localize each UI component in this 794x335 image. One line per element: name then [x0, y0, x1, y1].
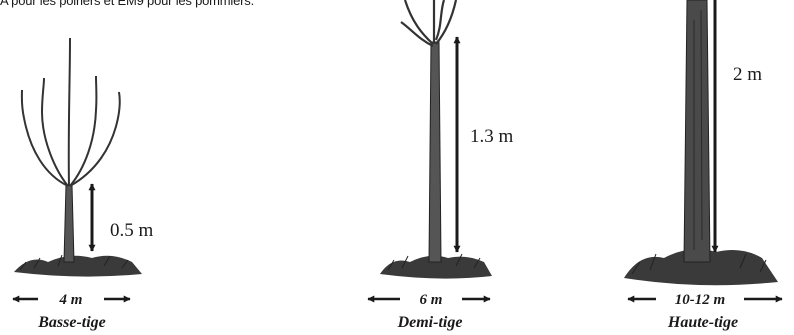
- height-label-demi-tige: 1.3 m: [470, 126, 514, 147]
- trunk-haute-tige: [684, 0, 710, 262]
- caption-haute-tige: Haute-tige: [667, 314, 738, 331]
- tree-demi-tige: 1.3 m 6 m Demi-tige: [368, 0, 514, 331]
- tree-haute-tige: 2 m 10-12 m Haute-tige: [624, 0, 782, 331]
- spacing-label-haute-tige: 10-12 m: [675, 292, 725, 308]
- height-label-haute-tige: 2 m: [733, 64, 762, 85]
- branches-demi-tige: [401, 0, 456, 46]
- spacing-label-demi-tige: 6 m: [420, 292, 443, 308]
- ground-basse-tige: [14, 255, 142, 277]
- spacing-label-basse-tige: 4 m: [59, 292, 83, 308]
- caption-demi-tige: Demi-tige: [397, 314, 463, 331]
- height-label-basse-tige: 0.5 m: [110, 220, 154, 241]
- caption-basse-tige: Basse-tige: [37, 314, 106, 331]
- trunk-demi-tige: [429, 42, 441, 262]
- tree-basse-tige: 0.5 m 4 m Basse-tige: [13, 38, 154, 331]
- trunk-basse-tige: [64, 185, 74, 262]
- branches-basse-tige: [22, 38, 120, 186]
